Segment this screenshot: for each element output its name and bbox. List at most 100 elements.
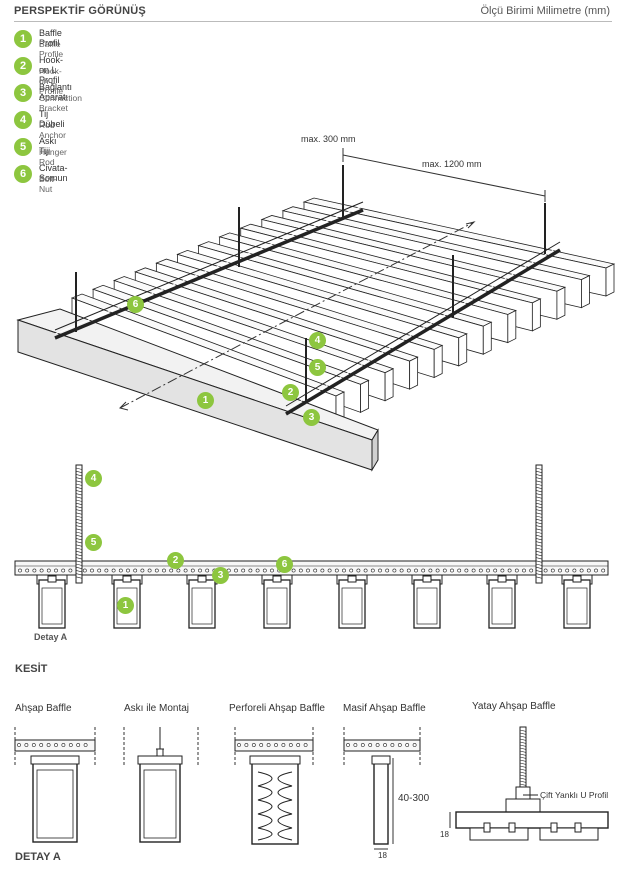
carrier-rail [54,201,364,340]
hole [126,568,130,573]
hole [90,568,94,573]
hole [190,568,195,573]
legend-label-en: Baffle Profile [39,39,64,59]
hole [241,568,246,573]
hole [198,568,202,573]
hole [140,568,145,573]
hole [478,568,483,573]
section-panel [343,727,421,850]
section-panel [449,726,609,841]
hole [111,568,116,573]
legend-label-en: Hook-on L Profile [39,66,64,96]
hole [507,568,512,573]
section-panel [234,727,314,845]
dimension-label: max. 300 mm [301,134,356,144]
page-title: PERSPEKTİF GÖRÜNÜŞ [14,5,146,17]
hole [234,568,238,573]
hole [306,568,310,573]
hole [183,568,188,573]
section-title: KESİT [15,663,48,675]
hole [147,568,152,573]
hole [586,568,591,573]
hole [270,568,274,573]
hole [406,568,411,573]
header-rule [14,21,612,22]
hole [255,568,260,573]
hole [421,568,426,573]
hole [414,568,418,573]
baffle-section [486,574,518,629]
hole [457,568,462,573]
hanger-rod [535,464,543,584]
hole [565,568,570,573]
dimension-label: max. 1200 mm [422,159,482,169]
hole [378,568,382,573]
hole [601,568,606,573]
rod-thread [75,467,543,579]
hole [572,568,577,573]
hole [68,568,73,573]
legend-number-badge: 5 [14,138,32,156]
hole [435,568,440,573]
hanger-rod [75,464,83,584]
hole [594,568,598,573]
u-profile-label: Çift Yanklı U Profil [540,790,609,800]
hole [500,568,505,573]
hole [370,568,375,573]
legend-label-tr: Hook-on L Profil [39,55,64,85]
legend-label-tr: Bağlantı Aparatı [39,82,73,102]
hole [428,568,433,573]
hole [104,568,109,573]
hole [392,568,397,573]
hole [32,568,37,573]
legend-label-en: Bolt-Nut [39,174,57,194]
legend-number-badge: 6 [14,165,32,183]
hole [46,568,51,573]
hole [543,568,548,573]
hole [262,568,267,573]
hole [298,568,303,573]
dimension-label: 18 [440,830,449,839]
hole [579,568,584,573]
legend-label-tr: Tij Dübeli [39,109,65,129]
detail-a-footer: DETAY A [15,851,61,863]
carrier-rail [285,241,561,416]
hole [39,568,44,573]
axis-arrow [465,221,476,229]
hole [529,568,534,573]
center-axis-line [119,221,475,409]
hole [493,568,498,573]
section-panel [123,727,199,843]
dimension-label: 18 [378,851,387,860]
detail-a-label: Detay A [34,632,68,642]
baffle-section [36,574,68,629]
dimension-label: 40-300 [398,793,430,804]
hole [18,568,22,573]
legend-label-tr: Civata-Somun [39,163,68,183]
hole [313,568,318,573]
hole [154,568,159,573]
front-baffle [16,308,379,472]
hole [385,568,390,573]
legend-label-en: Rod Anchor [39,120,66,140]
hole [205,568,210,573]
hole [558,568,562,573]
detail-caption: Ahşap Baffle [15,703,72,714]
detail-caption: Masif Ahşap Baffle [343,703,426,714]
hole [162,568,166,573]
hole [471,568,476,573]
hole [550,568,555,573]
baffle-section [261,574,293,629]
baffle-section [411,574,443,629]
hole [342,568,346,573]
hole [522,568,526,573]
detail-caption: Yatay Ahşap Baffle [472,701,556,712]
hole [486,568,490,573]
hole [442,568,447,573]
hole [450,568,454,573]
hole [464,568,469,573]
hole [334,568,339,573]
hole [320,568,325,573]
